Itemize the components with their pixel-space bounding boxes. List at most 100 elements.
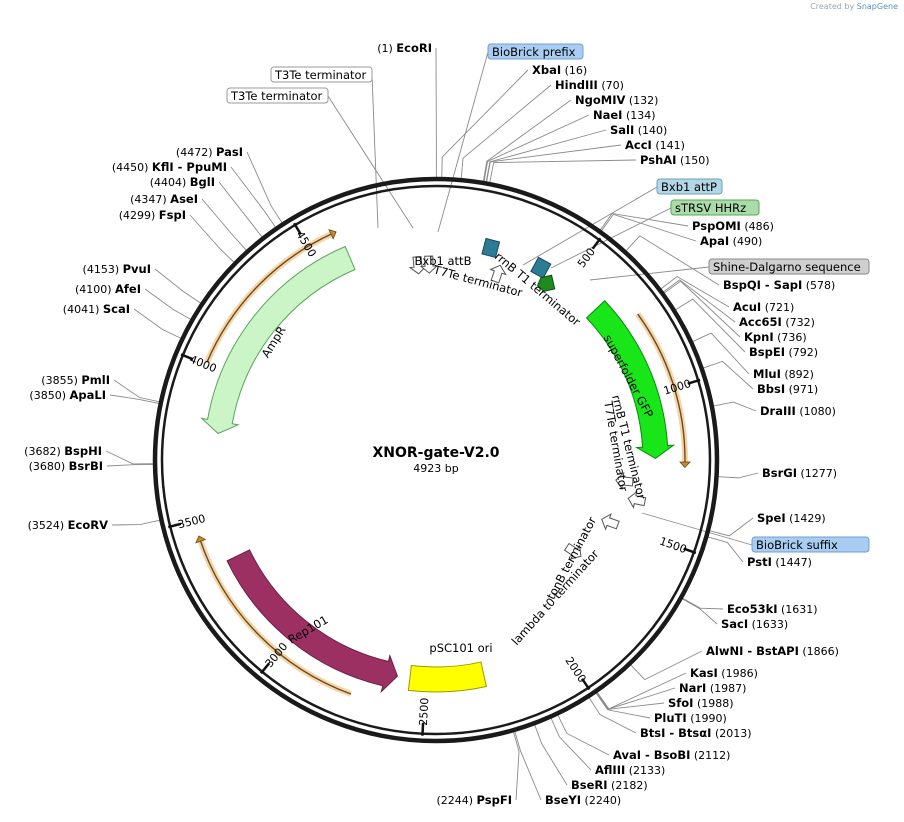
enzyme-position: (1987) [710, 682, 747, 695]
terminator-arrow-2[interactable] [487, 263, 508, 284]
enzyme-leader-pvui-4153 [154, 268, 201, 304]
enzyme-label-kfli-ppumi-4450[interactable]: (4450) KflI - PpuMI [112, 160, 227, 174]
enzyme-label-acc65i-732[interactable]: Acc65I (732) [739, 315, 815, 329]
enzyme-position: (1447) [775, 556, 812, 569]
enzyme-label-pspfi-2244[interactable]: (2244) PspFI [436, 793, 512, 807]
enzyme-label-draiii-1080[interactable]: DraIII (1080) [760, 404, 836, 418]
enzyme-leader-bsrbi-3680 [106, 463, 154, 467]
boxed-label-t3te-terminator-1[interactable]: T3Te terminator [230, 89, 323, 103]
boxed-label-strsv-hhrz-4[interactable]: sTRSV HHRz [675, 201, 746, 215]
enzyme-name: SacI [721, 617, 748, 631]
enzyme-label-ecorv-3524[interactable]: (3524) EcoRV [28, 518, 109, 532]
enzyme-label-pvui-4153[interactable]: (4153) PvuI [83, 262, 151, 276]
enzyme-label-xbai-16[interactable]: XbaI (16) [532, 63, 587, 77]
boxed-label-bg-biobrick-prefix-2 [487, 43, 584, 60]
enzyme-label-bbsi-971[interactable]: BbsI (971) [757, 382, 818, 396]
enzyme-leader-hindiii-70 [460, 84, 552, 179]
enzyme-position: (1631) [781, 603, 818, 616]
feature-ampr[interactable] [200, 245, 356, 435]
enzyme-label-naei-134[interactable]: NaeI (134) [593, 108, 656, 122]
terminator-arrow-6[interactable] [562, 540, 585, 563]
enzyme-leader-afei-4100 [144, 288, 191, 320]
ring-tick-label-4000: 4000 [188, 353, 219, 376]
feature-strsv-hhrz[interactable] [536, 274, 556, 292]
enzyme-label-ecori-1[interactable]: (1) EcoRI [377, 41, 432, 55]
enzyme-label-pmli-3855[interactable]: (3855) PmlI [41, 373, 110, 387]
enzyme-label-btsi-bts-i-2013[interactable]: BtsI - BtsαI (2013) [640, 726, 752, 740]
enzyme-label-bgli-4404[interactable]: (4404) BglI [150, 175, 215, 189]
ring-tick-1500 [683, 547, 697, 555]
enzyme-name: PmlI [81, 373, 110, 387]
enzyme-name: BseYI [545, 793, 581, 807]
enzyme-label-asei-4347[interactable]: (4347) AseI [130, 192, 198, 206]
enzyme-label-acui-721[interactable]: AcuI (721) [733, 300, 794, 314]
enzyme-label-bsphi-3682[interactable]: (3682) BspHI [24, 444, 102, 458]
boxed-label-bg-t3te-terminator-0 [270, 66, 373, 83]
enzyme-label-ngomiv-132[interactable]: NgoMIV (132) [575, 93, 658, 107]
feature-bxb1-attb[interactable] [481, 237, 501, 259]
enzyme-label-bspei-792[interactable]: BspEI (792) [749, 345, 818, 359]
enzyme-label-psti-1447[interactable]: PstI (1447) [747, 555, 812, 569]
enzyme-label-fspi-4299[interactable]: (4299) FspI [119, 208, 186, 222]
enzyme-label-hindiii-70[interactable]: HindIII (70) [555, 78, 624, 92]
boxed-label-bg-bxb1-attp-3 [656, 178, 723, 195]
boxed-label-t3te-terminator-0[interactable]: T3Te terminator [274, 68, 367, 82]
enzyme-label-sali-140[interactable]: SalI (140) [610, 123, 667, 137]
enzyme-label-bsrbi-3680[interactable]: (3680) BsrBI [29, 459, 103, 473]
orf-arrowhead-1 [195, 535, 207, 544]
enzyme-label-kpni-736[interactable]: KpnI (736) [744, 330, 807, 344]
boxed-label-bxb1-attp-3[interactable]: Bxb1 attP [661, 180, 717, 194]
enzyme-position: (736) [777, 331, 807, 344]
enzyme-name: NaeI [593, 108, 622, 122]
enzyme-label-nari-1987[interactable]: NarI (1987) [679, 681, 746, 695]
enzyme-label-pasi-4472[interactable]: (4472) PasI [176, 145, 243, 159]
backbone-inner-ring [160, 184, 712, 736]
enzyme-label-bseri-2182[interactable]: BseRI (2182) [571, 778, 648, 792]
enzyme-label-eco53ki-1631[interactable]: Eco53kI (1631) [727, 602, 818, 616]
enzyme-label-bseyi-2240[interactable]: BseYI (2240) [545, 793, 621, 807]
boxed-label-biobrick-prefix-2[interactable]: BioBrick prefix [492, 45, 576, 59]
enzyme-name: BspEI [749, 345, 785, 359]
enzyme-label-sfoi-1988[interactable]: SfoI (1988) [668, 696, 734, 710]
enzyme-label-bsrgi-1277[interactable]: BsrGI (1277) [762, 466, 837, 480]
terminator-arrow-4[interactable] [627, 490, 647, 509]
boxed-label-biobrick-suffix-6[interactable]: BioBrick suffix [756, 538, 838, 552]
boxed-label-shine-dalgarno-sequence-5[interactable]: Shine-Dalgarno sequence [713, 260, 861, 274]
enzyme-name: AflIII [595, 763, 625, 777]
enzyme-label-mlui-892[interactable]: MluI (892) [753, 367, 814, 381]
credit-text: Created by SnapGene [810, 2, 898, 11]
orf-arc-1 [199, 538, 352, 695]
enzyme-label-saci-1633[interactable]: SacI (1633) [721, 617, 788, 631]
terminator-arrow-3[interactable] [615, 471, 634, 491]
enzyme-leader-bspei-792 [675, 298, 746, 353]
enzyme-label-scai-4041[interactable]: (4041) ScaI [63, 302, 130, 316]
enzyme-label-avai-bsobi-2112[interactable]: AvaI - BsoBI (2112) [613, 748, 730, 762]
enzyme-leader-eco53ki-1631 [682, 597, 724, 610]
enzyme-label-acci-141[interactable]: AccI (141) [625, 138, 685, 152]
enzyme-label-alwni-bstapi-1866[interactable]: AlwNI - BstAPI (1866) [706, 644, 839, 658]
enzyme-label-kasi-1986[interactable]: KasI (1986) [690, 666, 758, 680]
feature-bxb1-attp[interactable] [530, 256, 552, 279]
feature-psc101-ori[interactable] [407, 661, 487, 693]
enzyme-label-pspomi-486[interactable]: PspOMI (486) [692, 219, 774, 233]
enzyme-label-apai-490[interactable]: ApaI (490) [700, 234, 762, 248]
ring-tick-3500 [167, 522, 182, 529]
enzyme-name: BglI [190, 175, 215, 189]
enzyme-label-apali-3850[interactable]: (3850) ApaLI [29, 388, 106, 402]
enzyme-leader-draiii-1080 [713, 401, 757, 412]
enzyme-position: (4450) [112, 161, 149, 174]
plasmid-name: XNOR-gate-V2.0 [372, 445, 499, 461]
enzyme-label-bspqi-sapi-578[interactable]: BspQI - SapI (578) [723, 278, 835, 292]
enzyme-leader-bgli-4404 [218, 181, 263, 238]
terminator-arrow-5[interactable] [599, 512, 620, 533]
enzyme-label-afei-4100[interactable]: (4100) AfeI [75, 282, 141, 296]
enzyme-leader-kpni-736 [664, 280, 741, 338]
enzyme-label-afliii-2133[interactable]: AflIII (2133) [595, 763, 665, 777]
enzyme-label-pluti-1990[interactable]: PluTI (1990) [654, 711, 727, 725]
enzyme-name: NarI [679, 681, 706, 695]
enzyme-label-pshai-150[interactable]: PshAI (150) [640, 153, 710, 167]
feature-rep101[interactable] [226, 549, 398, 694]
terminator-arrow-1[interactable] [419, 255, 439, 274]
feature-superfolder-gfp[interactable] [585, 300, 676, 459]
enzyme-label-spei-1429[interactable]: SpeI (1429) [757, 511, 826, 525]
